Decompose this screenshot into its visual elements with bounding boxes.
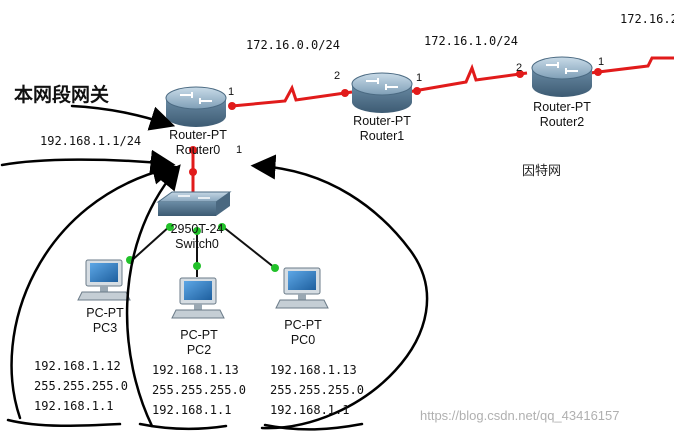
gateway-ip-label: 192.168.1.1/24 xyxy=(40,134,142,148)
router0-type: Router-PT xyxy=(169,128,227,142)
pc0-mask: 255.255.255.0 xyxy=(270,383,364,397)
gateway-annotation: 本网段网关 xyxy=(14,84,110,106)
port-label-r0-down: 1 xyxy=(236,144,243,156)
pc3-gateway: 192.168.1.1 xyxy=(34,399,114,413)
pc0-type: PC-PT xyxy=(284,318,322,332)
network-label-0: 172.16.0.0/24 xyxy=(246,38,340,52)
pc2-name: PC2 xyxy=(186,343,212,357)
pc3-label: PC-PT PC3 xyxy=(70,306,140,336)
network-label-1: 172.16.1.0/24 xyxy=(424,34,518,48)
router0-name: Router0 xyxy=(175,143,221,157)
pc0-icon[interactable] xyxy=(275,267,329,309)
url-watermark: https://blog.csdn.net/qq_43416157 xyxy=(420,408,620,423)
switch0-icon[interactable] xyxy=(156,191,232,216)
wan-link-r2-next xyxy=(589,56,674,75)
router1-icon[interactable] xyxy=(351,72,413,113)
annotation-strokes xyxy=(0,104,429,431)
pc2-icon[interactable] xyxy=(171,277,225,319)
pc3-ip: 192.168.1.12 xyxy=(34,359,121,373)
pc2-type: PC-PT xyxy=(180,328,218,342)
switch0-name: Switch0 xyxy=(175,237,219,251)
wan-link-r0-r1 xyxy=(231,84,353,108)
pc2-ip-config: 192.168.1.13 255.255.255.0 192.168.1.1 xyxy=(152,360,246,420)
router2-type: Router-PT xyxy=(533,100,591,114)
pc0-ip: 192.168.1.13 xyxy=(270,363,357,377)
switch0-label: 2950T-24 Switch0 xyxy=(152,222,242,252)
router0-icon[interactable] xyxy=(165,86,227,127)
port-label-r1-right: 1 xyxy=(416,72,423,84)
wan-link-r1-r2 xyxy=(407,63,528,94)
pc0-label: PC-PT PC0 xyxy=(268,318,338,348)
pc2-mask: 255.255.255.0 xyxy=(152,383,246,397)
router1-name: Router1 xyxy=(359,129,405,143)
pc3-ip-config: 192.168.1.12 255.255.255.0 192.168.1.1 xyxy=(34,356,128,416)
port-label-r2-left: 2 xyxy=(516,62,523,74)
lan-links xyxy=(129,148,276,277)
router1-type: Router-PT xyxy=(353,114,411,128)
pc2-ip: 192.168.1.13 xyxy=(152,363,239,377)
pc3-name: PC3 xyxy=(92,321,118,335)
port-label-r0-right: 1 xyxy=(228,86,235,98)
router1-label: Router-PT Router1 xyxy=(342,114,422,144)
router2-name: Router2 xyxy=(539,115,585,129)
port-label-r1-left: 2 xyxy=(334,70,341,82)
pc3-mask: 255.255.255.0 xyxy=(34,379,128,393)
pc2-gateway: 192.168.1.1 xyxy=(152,403,232,417)
router0-label: Router-PT Router0 xyxy=(158,128,238,158)
pc3-icon[interactable] xyxy=(77,259,131,301)
router2-icon[interactable] xyxy=(531,56,593,97)
cn-watermark: 因特网 xyxy=(522,164,562,179)
pc0-ip-config: 192.168.1.13 255.255.255.0 192.168.1.1 xyxy=(270,360,364,420)
switch0-type: 2950T-24 xyxy=(170,222,224,236)
pc0-gateway: 192.168.1.1 xyxy=(270,403,350,417)
pc3-type: PC-PT xyxy=(86,306,124,320)
port-label-r2-right: 1 xyxy=(598,56,605,68)
router2-label: Router-PT Router2 xyxy=(522,100,602,130)
pc0-name: PC0 xyxy=(290,333,316,347)
network-label-2: 172.16.2 xyxy=(620,12,674,26)
pc2-label: PC-PT PC2 xyxy=(164,328,234,358)
